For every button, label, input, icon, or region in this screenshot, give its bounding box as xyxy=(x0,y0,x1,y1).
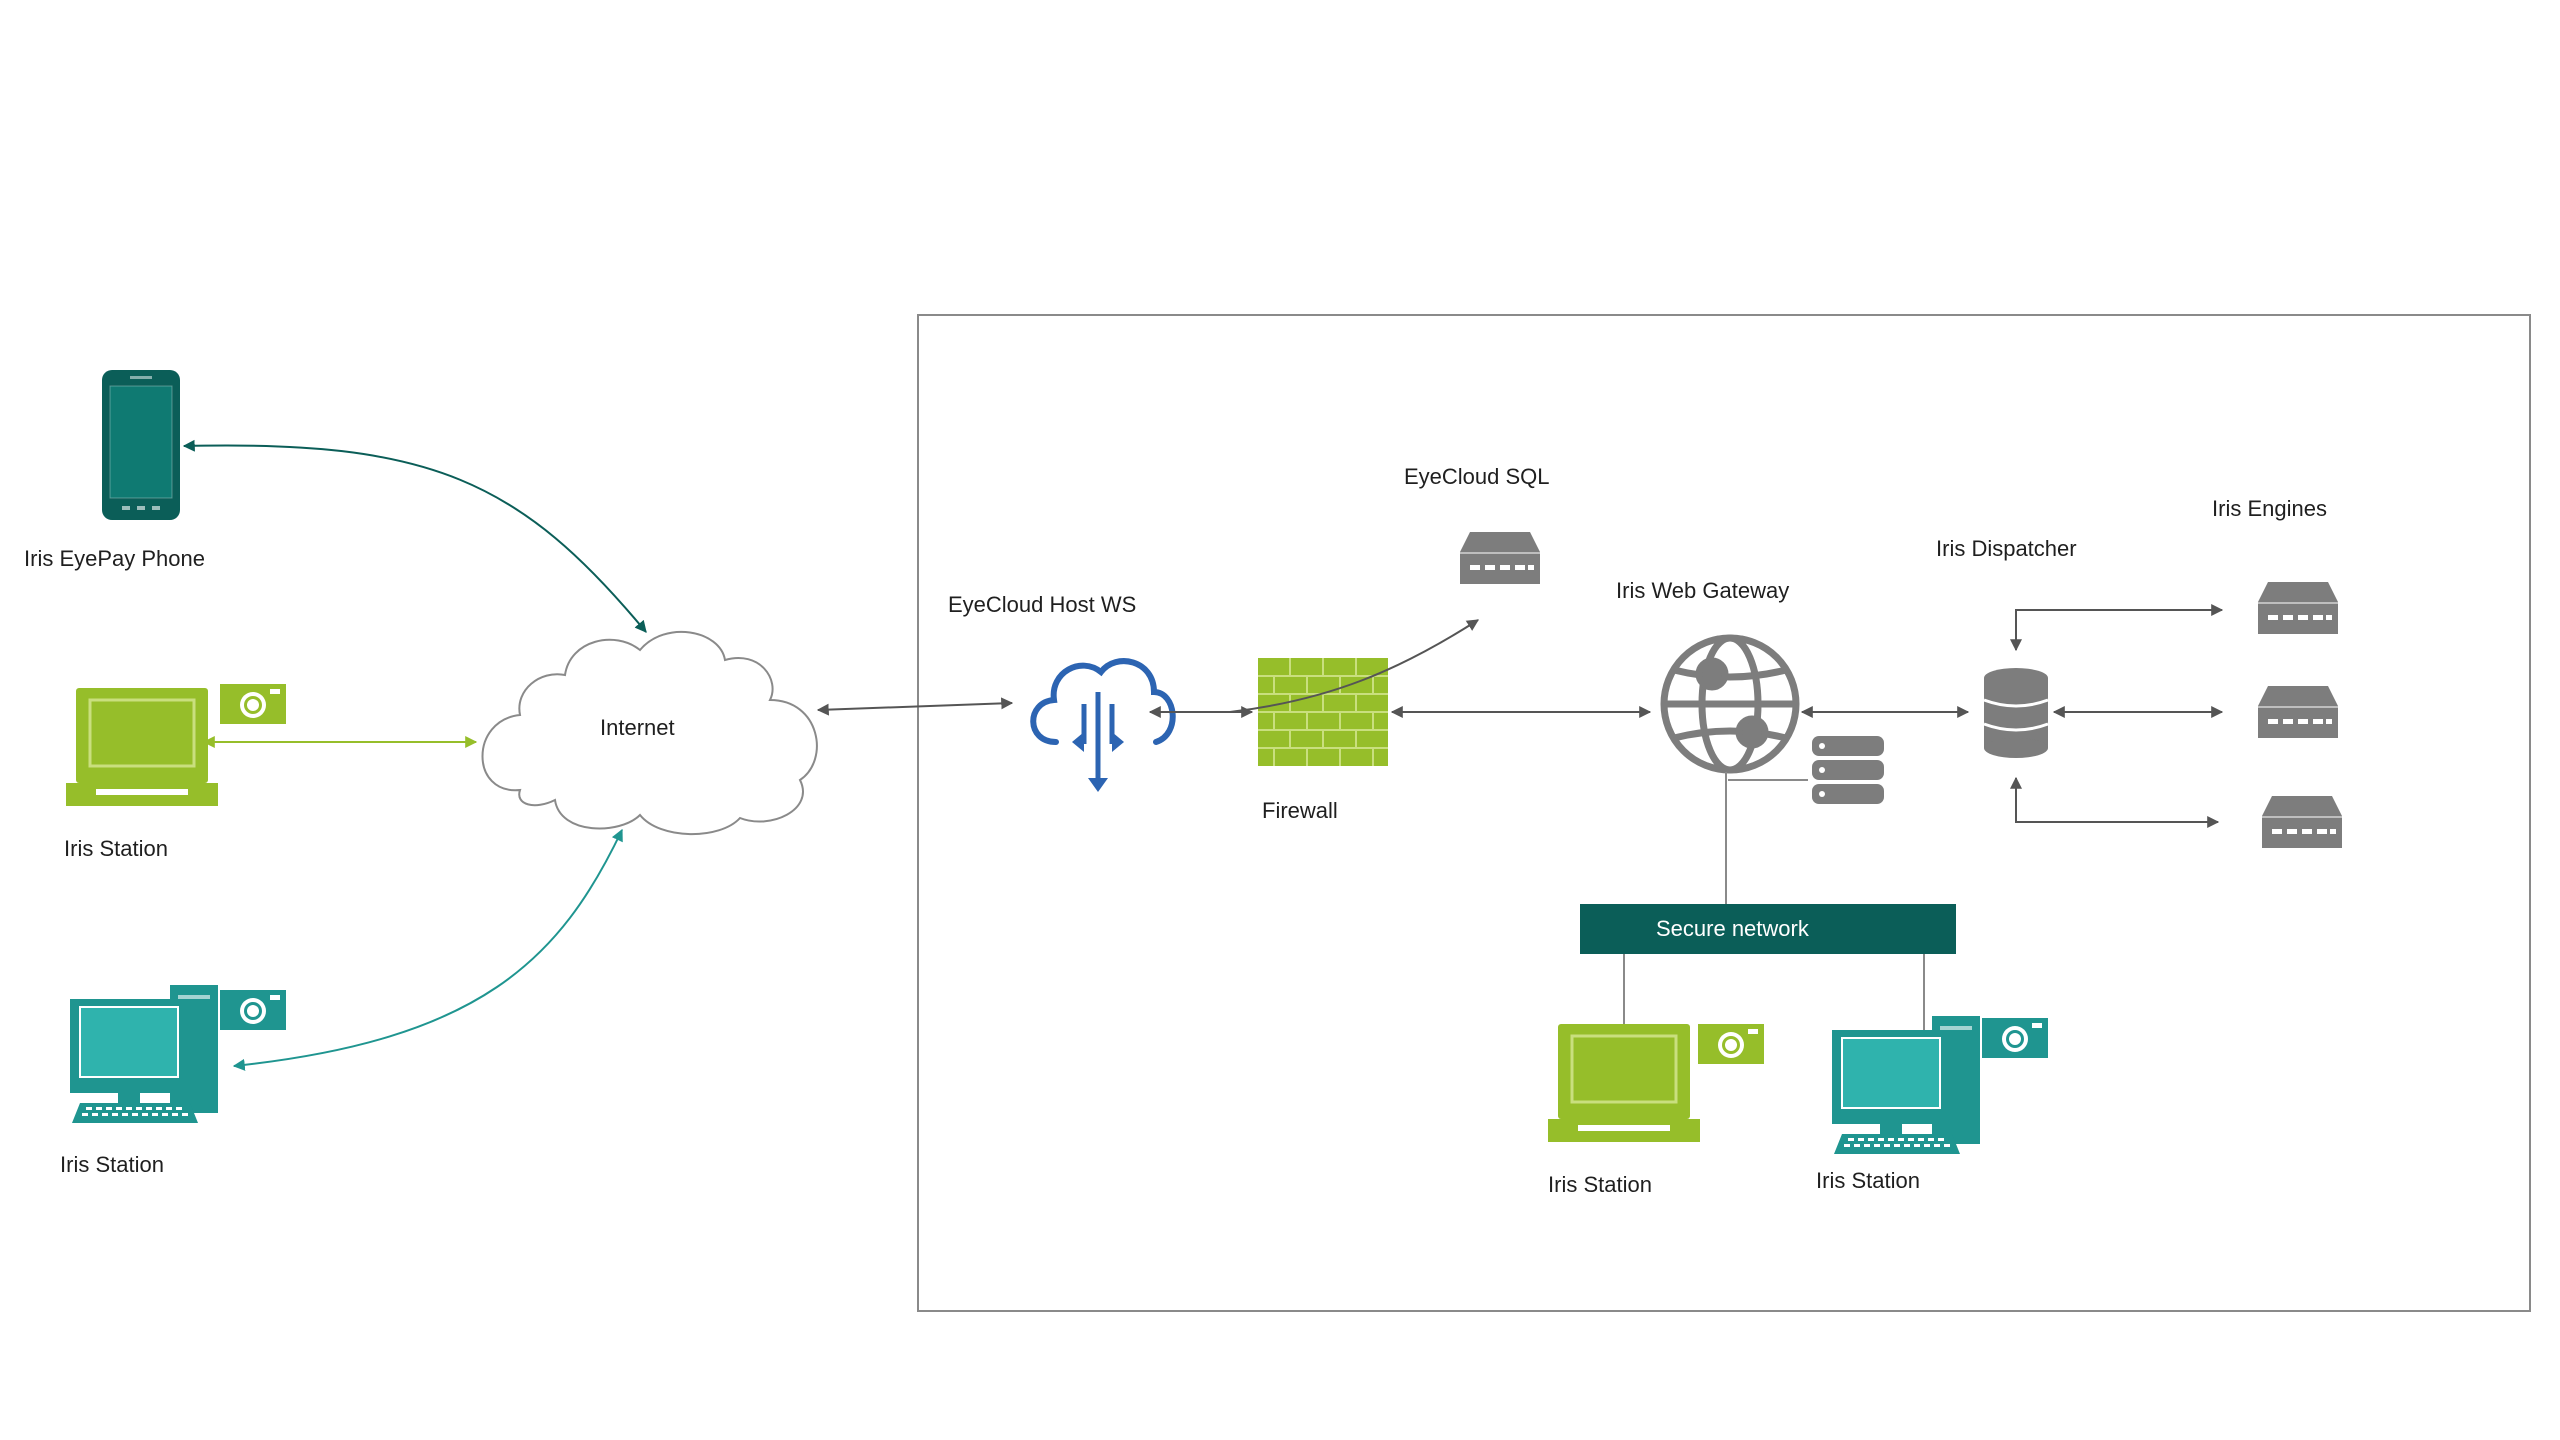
label-desktop-station: Iris Station xyxy=(60,1152,164,1177)
desktop-computer-icon xyxy=(69,984,219,1124)
camera-icon xyxy=(220,990,286,1030)
datacenter-boundary xyxy=(917,314,2531,1312)
connector-desktop-internet xyxy=(232,828,623,1071)
label-host-ws: EyeCloud Host WS xyxy=(948,592,1136,617)
label-inner-laptop-station: Iris Station xyxy=(1548,1172,1652,1197)
laptop-icon xyxy=(1546,1022,1702,1144)
connector-firewall-sql xyxy=(1229,619,1480,713)
camera-icon xyxy=(220,684,286,724)
label-engines: Iris Engines xyxy=(2212,496,2327,521)
secure-network-bar xyxy=(1580,904,1956,954)
server-icon xyxy=(2258,686,2338,738)
camera-icon xyxy=(1698,1024,1764,1064)
label-firewall: Firewall xyxy=(1262,798,1338,823)
cloud-upload-download-icon xyxy=(1030,658,1176,792)
label-laptop-station: Iris Station xyxy=(64,836,168,861)
connector-dispatcher-engine-3 xyxy=(2010,776,2220,828)
server-icon xyxy=(2262,796,2342,848)
connector-internet-hostws xyxy=(816,697,1014,716)
smartphone-icon xyxy=(102,370,180,520)
label-internet: Internet xyxy=(600,715,675,740)
label-phone: Iris EyePay Phone xyxy=(24,546,205,571)
label-dispatcher: Iris Dispatcher xyxy=(1936,536,2077,561)
server-icon xyxy=(2258,582,2338,634)
laptop-icon xyxy=(64,686,220,808)
cloud-icon xyxy=(481,630,818,836)
label-sql: EyeCloud SQL xyxy=(1404,464,1550,489)
server-stack-icon xyxy=(1812,736,1884,804)
globe-network-icon xyxy=(1660,634,1800,774)
label-inner-desktop-station: Iris Station xyxy=(1816,1168,1920,1193)
connector-dispatcher-engine-1 xyxy=(2010,604,2224,652)
database-icon xyxy=(1983,668,2049,758)
label-secure-network: Secure network xyxy=(1656,916,1810,941)
server-icon xyxy=(1460,532,1540,584)
label-web-gateway: Iris Web Gateway xyxy=(1616,578,1789,603)
connector-phone-internet xyxy=(182,439,647,633)
desktop-computer-icon xyxy=(1831,1015,1981,1155)
brick-wall-firewall-icon xyxy=(1258,658,1388,766)
camera-icon xyxy=(1982,1018,2048,1058)
